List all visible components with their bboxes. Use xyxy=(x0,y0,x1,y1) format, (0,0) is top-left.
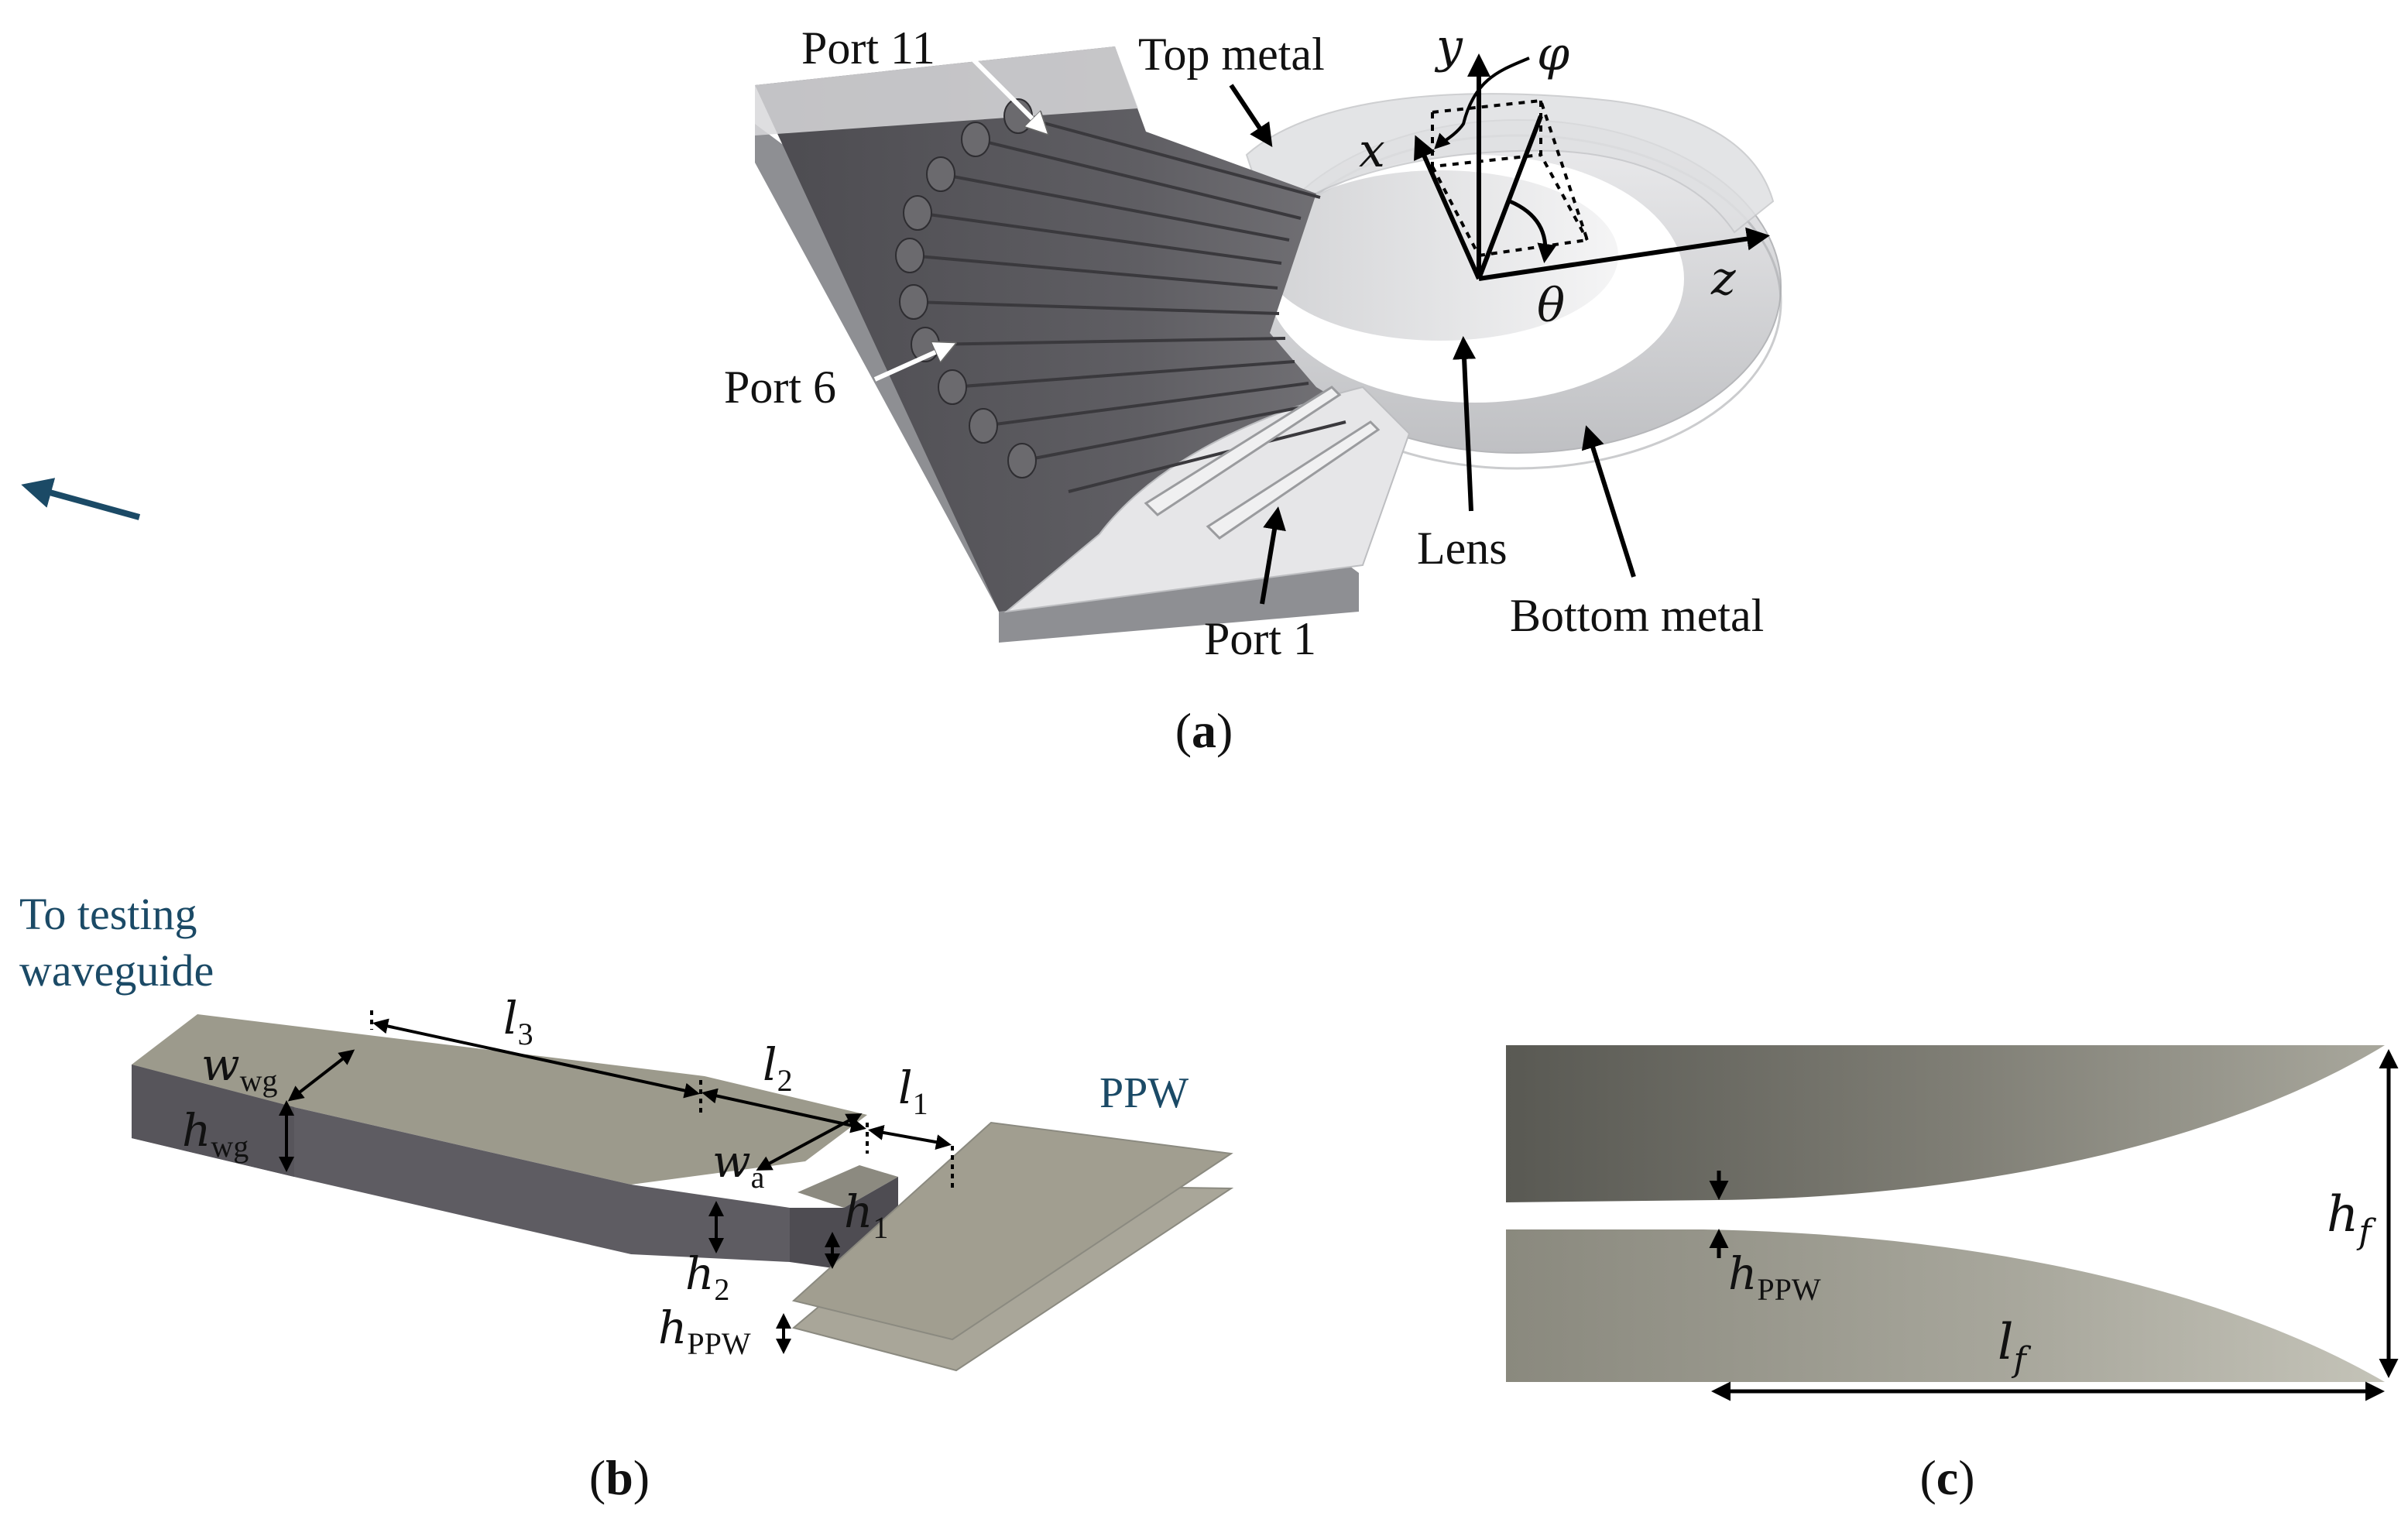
port6-label: Port 6 xyxy=(724,362,836,413)
z-axis-arrow xyxy=(1478,227,1770,281)
lens-label: Lens xyxy=(1417,523,1508,574)
flare-top-plate xyxy=(1506,1045,2385,1202)
l3-label: l3 xyxy=(503,992,533,1051)
panel-a: Port 11 Top metal Port 6 Port 1 Lens Bot… xyxy=(724,19,1782,758)
flare-bottom-plate xyxy=(1506,1229,2385,1382)
hf-label: hf xyxy=(2327,1186,2376,1252)
port11-label: Port 11 xyxy=(801,22,935,74)
section-front-face xyxy=(132,1065,294,1177)
theta-label: θ xyxy=(1537,279,1565,333)
x-axis-label: x xyxy=(1359,124,1385,178)
wwg-label: wwg xyxy=(201,1038,278,1098)
feed-horns xyxy=(909,115,1346,493)
to-testing-label-2: waveguide xyxy=(19,945,214,996)
theta-arc xyxy=(1509,199,1557,263)
taper-side-dark xyxy=(132,1065,790,1262)
x-axis-arrow xyxy=(1414,135,1481,280)
hppw-label-b: hPPW xyxy=(658,1301,751,1361)
top-metal-arrow xyxy=(1229,84,1273,147)
z-axis-label: z xyxy=(1710,252,1736,306)
port1-label: Port 1 xyxy=(1204,613,1316,664)
wa-label: wa xyxy=(712,1135,765,1195)
port1-arrow xyxy=(1260,506,1286,605)
caption-a: (a) xyxy=(1175,703,1233,758)
ppw-label: PPW xyxy=(1099,1069,1189,1117)
panel-b: To testing waveguide wwg xyxy=(19,478,1234,1505)
l2-label: l2 xyxy=(763,1038,793,1098)
dimension-lines xyxy=(279,1010,954,1354)
ppw-top-plate xyxy=(791,1121,1233,1341)
port11-arrow xyxy=(969,56,1045,132)
y-axis-label: y xyxy=(1434,19,1463,74)
to-testing-label-1: To testing xyxy=(19,889,197,939)
h1-label: h1 xyxy=(844,1185,888,1245)
l3-dim xyxy=(372,1018,700,1099)
projection-box xyxy=(1431,98,1590,257)
wwg-dim xyxy=(287,1049,355,1102)
panel-c: hPPW hf lf (c) xyxy=(1506,1045,2399,1505)
lens-arrow xyxy=(1453,336,1477,512)
hwg-label: hwg xyxy=(182,1104,249,1164)
narrow-section-top xyxy=(798,1165,898,1208)
caption-b: (b) xyxy=(589,1450,650,1505)
wa-dim xyxy=(756,1113,863,1171)
lf-label: lf xyxy=(1998,1314,2031,1380)
port1-slots xyxy=(1144,386,1381,540)
label-arrows xyxy=(873,56,1636,605)
l1-label: l1 xyxy=(898,1061,928,1121)
port6-arrow xyxy=(873,345,952,382)
top-metal-label: Top metal xyxy=(1138,29,1325,80)
l1-dim xyxy=(868,1124,952,1151)
r-vector xyxy=(1477,115,1543,280)
bottom-metal-arrow xyxy=(1581,425,1636,578)
phi-arc xyxy=(1434,57,1530,149)
h2-label: h2 xyxy=(685,1247,729,1307)
caption-c: (c) xyxy=(1919,1450,1974,1505)
c-dimensions xyxy=(1709,1049,2399,1401)
coordinate-axes xyxy=(1414,53,1770,281)
top-metal xyxy=(1245,93,1775,234)
bottom-metal-label: Bottom metal xyxy=(1510,590,1764,641)
light-corner xyxy=(1003,386,1411,613)
hppw-label-c: hPPW xyxy=(1728,1247,1821,1307)
phi-label: φ xyxy=(1537,27,1569,81)
to-testing-arrow xyxy=(21,478,141,520)
